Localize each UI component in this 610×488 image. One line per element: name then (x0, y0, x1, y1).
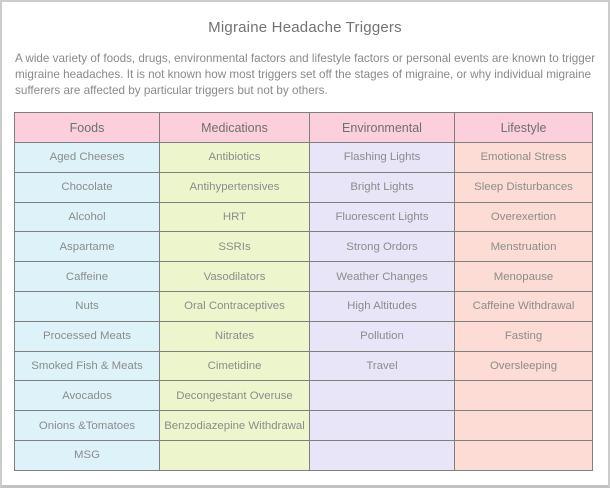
table-cell: Strong Ordors (309, 231, 455, 263)
table-cell: Alcohol (14, 201, 160, 233)
column-header-lifestyle: Lifestyle (454, 112, 593, 143)
table-cell (309, 410, 455, 441)
table-cell: Nuts (14, 290, 160, 322)
table-cell: SSRIs (159, 231, 310, 263)
table-cell: Nitrates (159, 320, 310, 352)
table-cell: Caffeine Withdrawal (454, 290, 593, 322)
table-cell: Travel (309, 350, 455, 382)
table-cell: Aged Cheeses (14, 142, 160, 173)
table-cell: Benzodiazepine Withdrawal (159, 410, 310, 441)
table-cell: Antibiotics (159, 142, 310, 173)
table-cell: Fluorescent Lights (309, 201, 455, 233)
table-cell (454, 380, 593, 412)
table-cell: Antihypertensives (159, 171, 310, 203)
table-cell: Aspartame (14, 231, 160, 263)
table-cell: MSG (14, 439, 160, 471)
table-cell: Menopause (454, 261, 593, 292)
table-cell: Fasting (454, 320, 593, 352)
table-cell: Avocados (14, 380, 160, 412)
table-row: MSG (14, 439, 593, 471)
table-cell: Oral Contraceptives (159, 290, 310, 322)
page-title: Migraine Headache Triggers (208, 19, 402, 36)
table-cell: Menstruation (454, 231, 593, 263)
table-cell: Onions &Tomatoes (14, 410, 160, 441)
table-cell: Bright Lights (309, 171, 455, 203)
table-cell: Emotional Stress (454, 142, 593, 173)
table-cell: Sleep Disturbances (454, 171, 593, 203)
table-cell: Pollution (309, 320, 455, 352)
table-cell (309, 380, 455, 412)
table-cell: Overexertion (454, 201, 593, 233)
table-cell (309, 439, 455, 471)
table-cell (454, 410, 593, 441)
table-cell: HRT (159, 201, 310, 233)
table-cell: Flashing Lights (309, 142, 455, 173)
table-cell: Chocolate (14, 171, 160, 203)
intro-paragraph: A wide variety of foods, drugs, environm… (15, 52, 596, 98)
table-cell (454, 439, 593, 471)
table-cell (159, 439, 310, 471)
table-cell: High Altitudes (309, 290, 455, 322)
table-cell: Smoked Fish & Meats (14, 350, 160, 382)
table-cell: Processed Meats (14, 320, 160, 352)
table-cell: Oversleeping (454, 350, 593, 382)
table-cell: Cimetidine (159, 350, 310, 382)
table-cell: Weather Changes (309, 261, 455, 292)
table-cell: Vasodilators (159, 261, 310, 292)
column-header-medications: Medications (159, 112, 310, 143)
column-header-environmental: Environmental (309, 112, 455, 143)
column-header-foods: Foods (14, 112, 160, 143)
table-cell: Decongestant Overuse (159, 380, 310, 412)
table-cell: Caffeine (14, 261, 160, 292)
